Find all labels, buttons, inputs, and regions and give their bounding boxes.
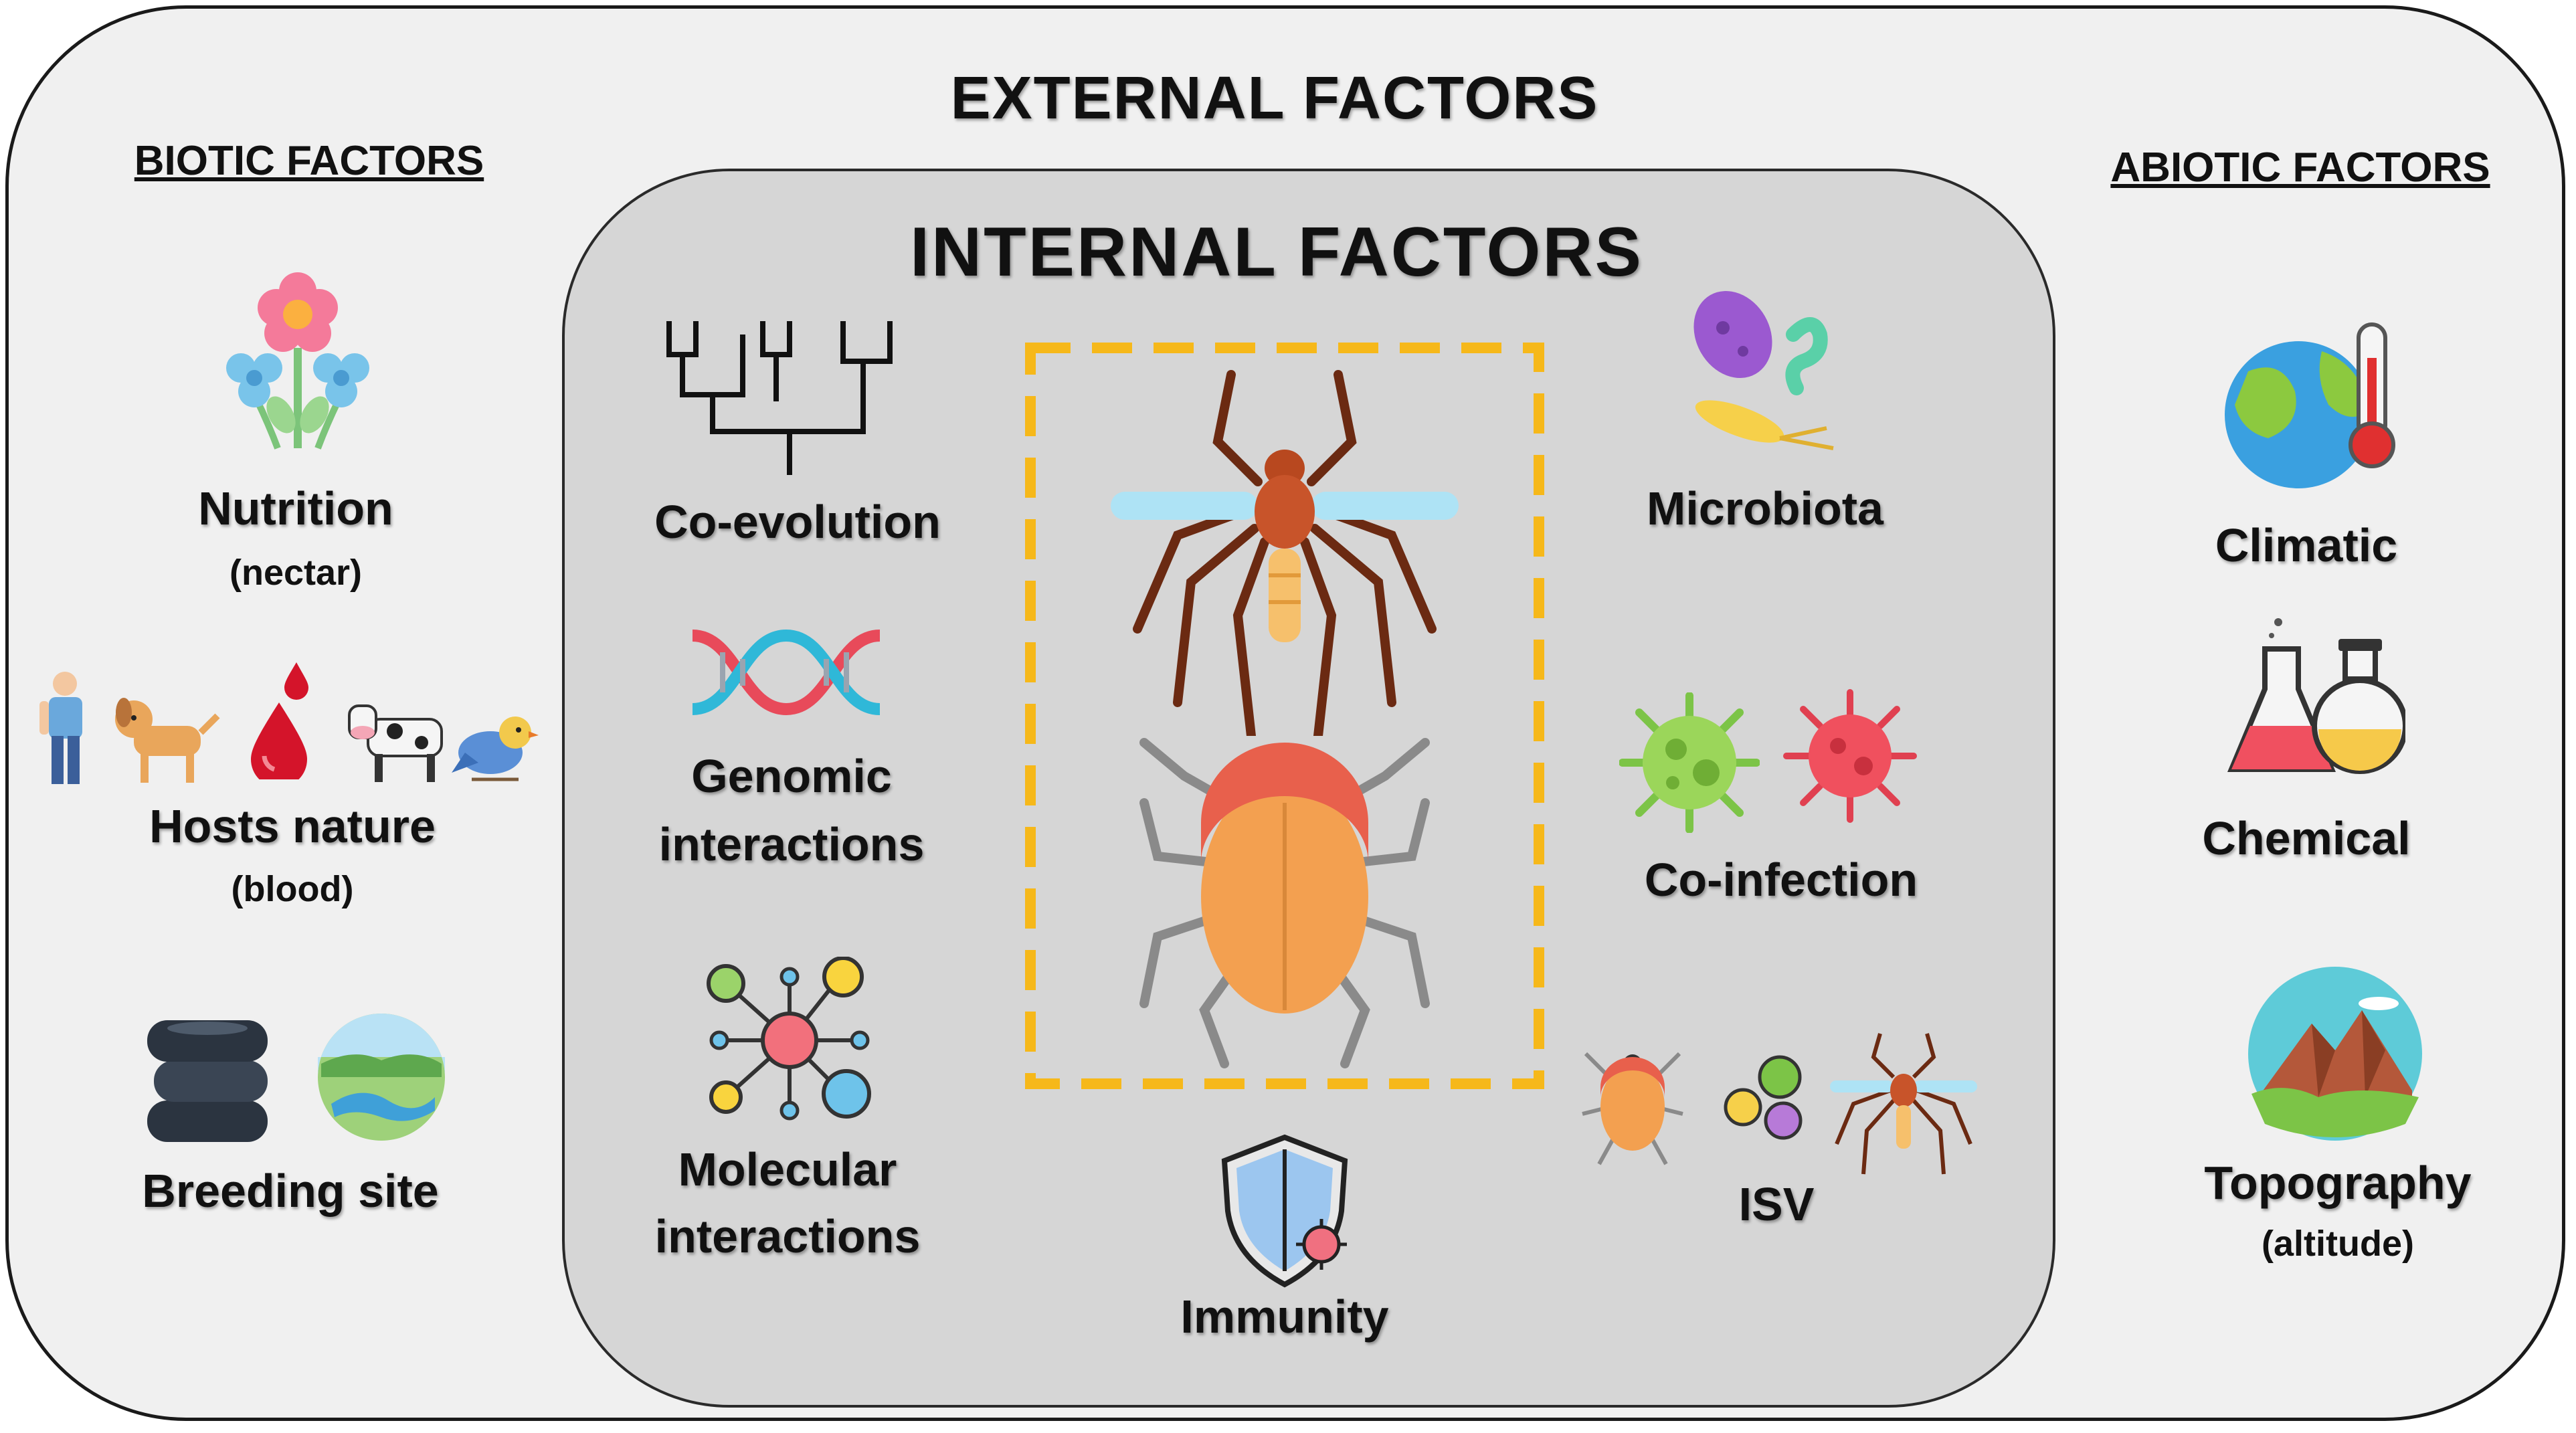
chemical-label: Chemical	[2202, 812, 2411, 864]
nutrition-sublabel: (nectar)	[229, 553, 363, 593]
abiotic-factors-heading: ABIOTIC FACTORS	[2110, 145, 2490, 191]
virus-green-icon	[1619, 692, 1760, 833]
breeding-site-label: Breeding site	[142, 1165, 439, 1217]
cow-icon	[348, 704, 443, 782]
isv-label: ISV	[1738, 1178, 1815, 1230]
pond-landscape-icon	[318, 1014, 445, 1141]
bacteria-icon	[1693, 291, 1834, 450]
shield-immunity-icon	[1221, 1134, 1348, 1288]
bird-icon	[452, 716, 539, 781]
human-icon	[39, 672, 82, 784]
tick-icon	[1139, 738, 1430, 1068]
virus-red-icon	[1783, 689, 1917, 823]
chemistry-flasks-icon	[2227, 618, 2405, 774]
microbiota-label: Microbiota	[1647, 482, 1883, 535]
genomic-interactions-label-1: Genomic	[691, 750, 892, 802]
molecule-network-icon	[707, 957, 871, 1121]
mountain-icon	[2248, 967, 2422, 1141]
topography-sublabel: (altitude)	[2262, 1224, 2414, 1264]
blood-drop-icon	[251, 662, 308, 779]
genomic-interactions-label-2: interactions	[658, 818, 925, 870]
vector-dashed-box	[1025, 343, 1544, 1089]
isv-tick-icon	[1582, 1052, 1683, 1165]
immunity-label: Immunity	[1180, 1291, 1389, 1343]
flower-icon	[226, 272, 369, 450]
mosquito-icon	[1111, 370, 1459, 736]
co-infection-label: Co-infection	[1644, 854, 1918, 906]
phylogenetic-tree-icon	[666, 321, 893, 475]
biotic-factors-heading: BIOTIC FACTORS	[134, 138, 484, 184]
topography-label: Topography	[2204, 1157, 2472, 1209]
external-factors-title: EXTERNAL FACTORS	[950, 65, 1599, 132]
internal-factors-title: INTERNAL FACTORS	[910, 213, 1643, 291]
climatic-label: Climatic	[2215, 519, 2398, 571]
molecular-interactions-label-2: interactions	[654, 1210, 921, 1262]
earth-thermometer-icon	[2225, 322, 2395, 488]
dna-icon	[692, 629, 881, 716]
nutrition-label: Nutrition	[198, 482, 393, 535]
co-evolution-label: Co-evolution	[654, 496, 941, 548]
tires-icon	[147, 1020, 268, 1142]
dog-icon	[115, 698, 220, 783]
isv-mosquito-icon	[1830, 1033, 1977, 1175]
hosts-nature-label: Hosts nature	[149, 800, 436, 852]
molecular-interactions-label-1: Molecular	[678, 1143, 897, 1196]
isv-viruses-icon	[1724, 1055, 1803, 1140]
hosts-nature-sublabel: (blood)	[231, 869, 354, 909]
